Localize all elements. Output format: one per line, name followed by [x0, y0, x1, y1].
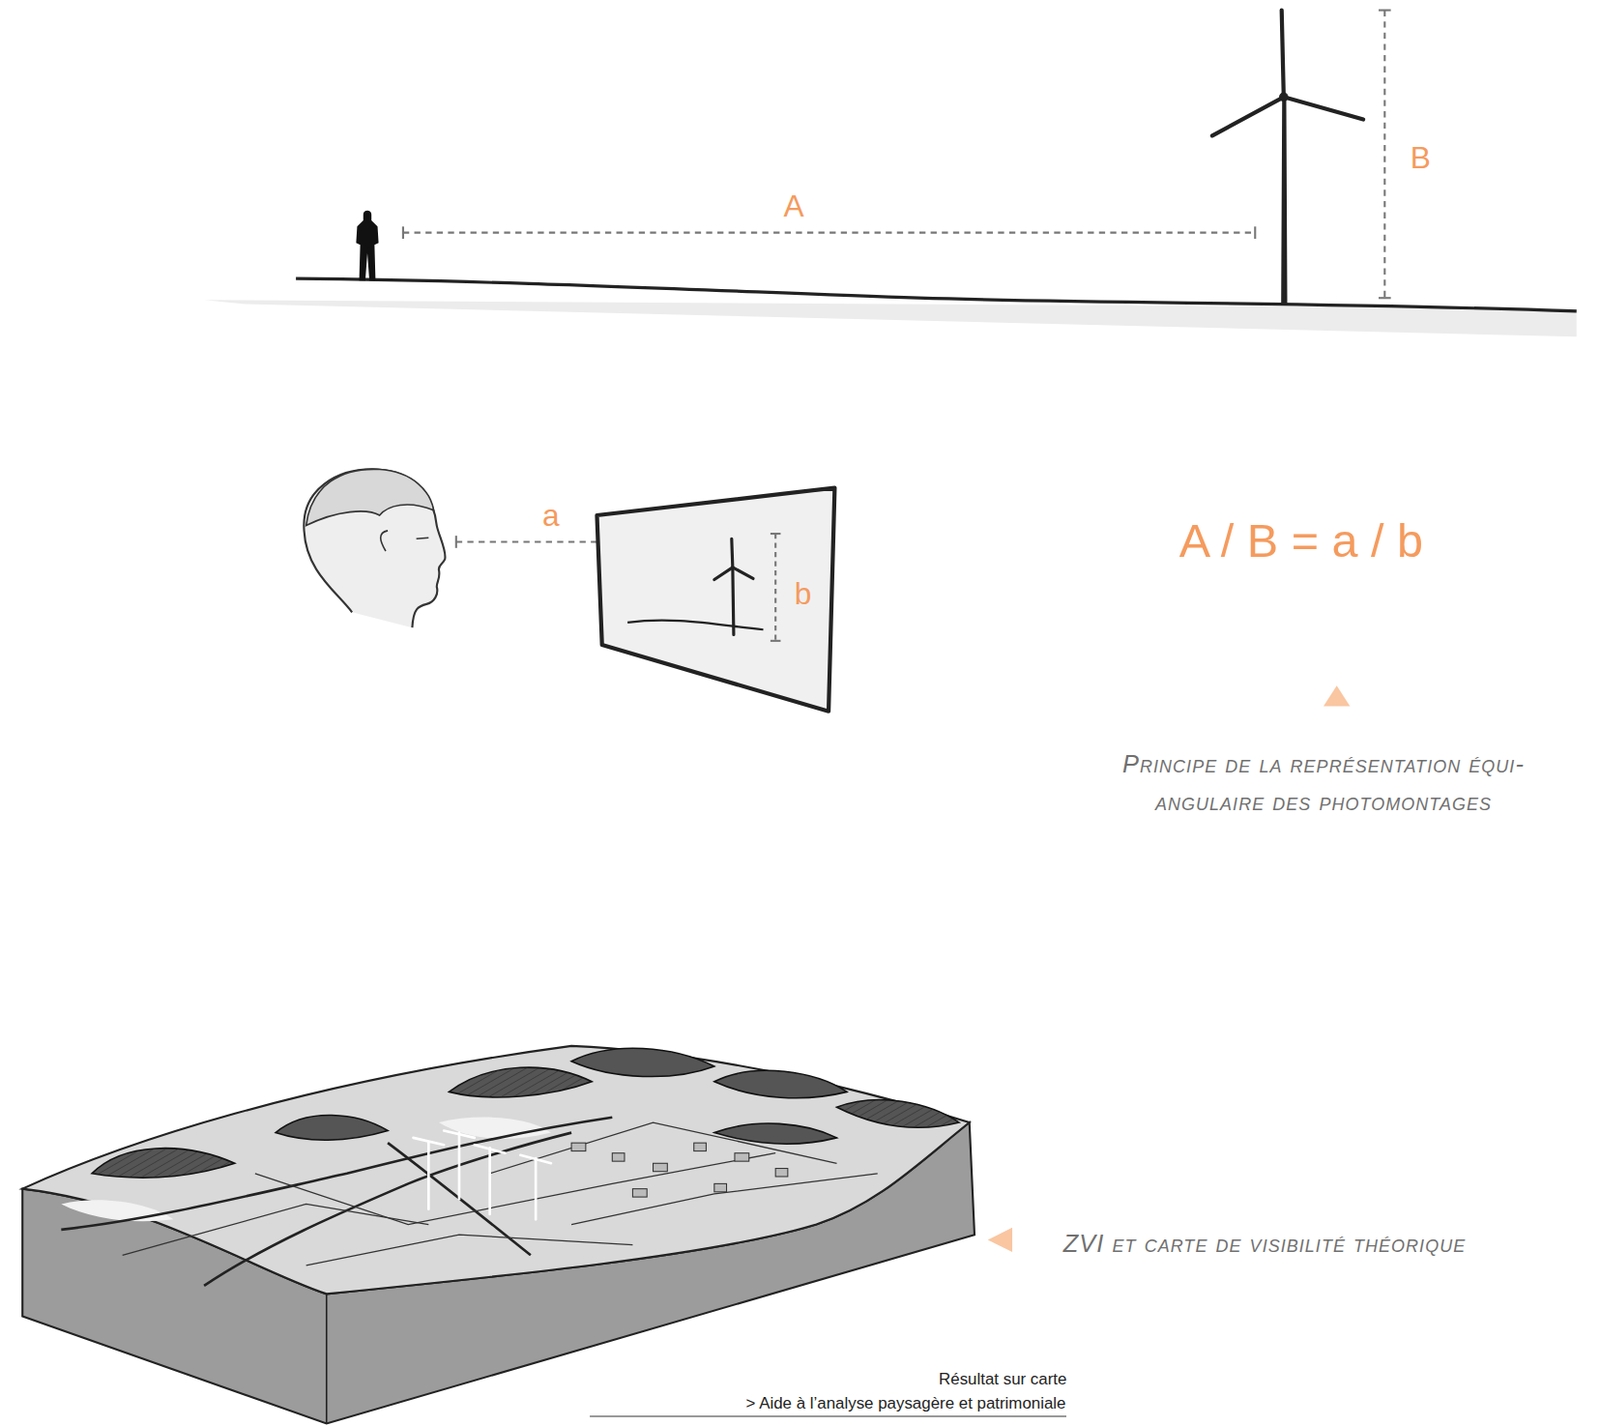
dimension-label: B [1410, 134, 1431, 182]
viewer-and-screen [303, 468, 835, 711]
dimension-label: b [794, 569, 813, 617]
pointer-triangle [1323, 685, 1350, 706]
dimension-label: A [784, 181, 805, 230]
formula: A / B = a / b [1179, 504, 1424, 578]
wind-turbine [1212, 10, 1364, 305]
dimension-label: a [542, 491, 560, 539]
map-note: Résultat sur carte [938, 1367, 1067, 1393]
terrain-block [22, 1046, 975, 1425]
landscape-profile [203, 10, 1577, 338]
pointer-triangle [988, 1227, 1013, 1252]
caption-text: Principe de la représentation équi-angul… [1083, 745, 1564, 822]
person-silhouette [355, 210, 379, 282]
map-note: > Aide à l’analyse paysagère et patrimon… [746, 1390, 1067, 1416]
underline-rule [589, 1415, 1067, 1418]
caption-text: ZVI et carte de visibilité théorique [1063, 1223, 1466, 1262]
